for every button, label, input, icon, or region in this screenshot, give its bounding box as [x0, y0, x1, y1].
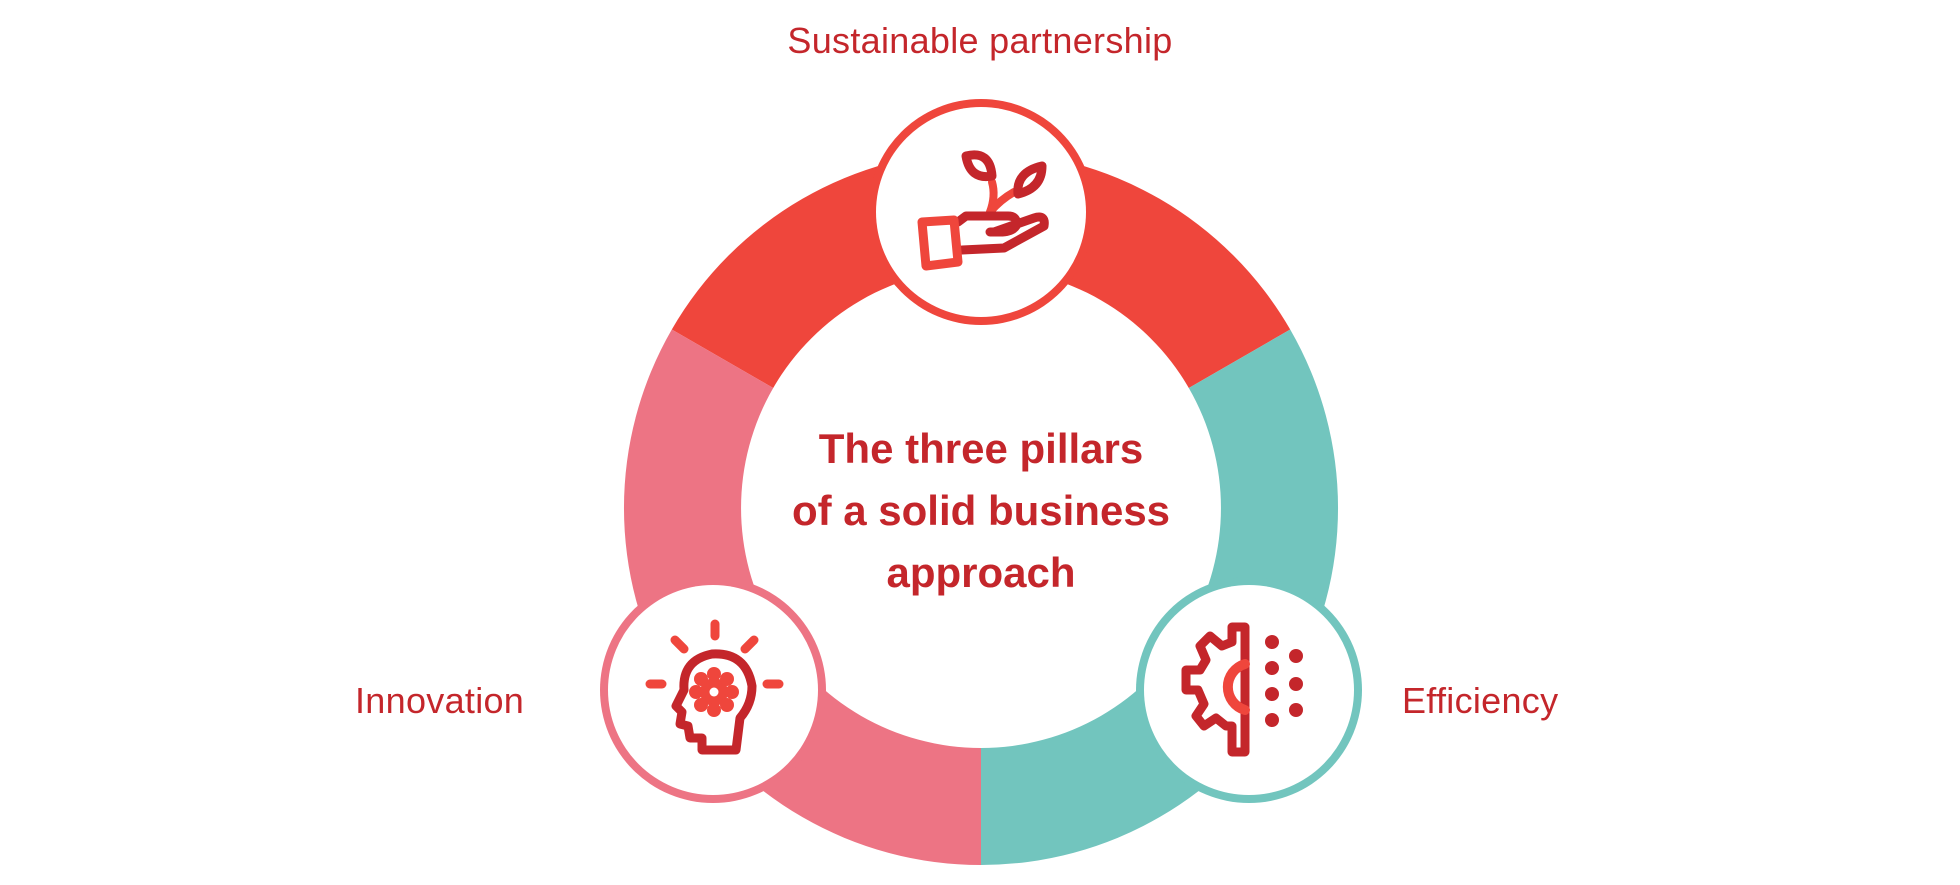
- diagram-title: The three pillars of a solid business ap…: [741, 418, 1221, 604]
- pillar-node-sustainable: [868, 99, 1094, 325]
- pillar-label-sustainable: Sustainable partnership: [787, 20, 1173, 61]
- pillar-node-innovation: [600, 577, 826, 803]
- pillar-label-efficiency: Efficiency: [1402, 680, 1559, 721]
- ring-segment-sustainable: [671, 150, 1291, 388]
- title-line-3: approach: [886, 549, 1076, 596]
- title-line-1: The three pillars: [818, 425, 1144, 472]
- pillar-label-innovation: Innovation: [355, 680, 525, 721]
- title-line-2: of a solid business: [791, 487, 1171, 534]
- head-with-gear-lightbulb-icon: [645, 619, 784, 755]
- pillar-node-efficiency: [1136, 577, 1362, 803]
- plant-in-hand-icon: [917, 150, 1049, 271]
- half-gear-dots-icon: [1181, 622, 1303, 757]
